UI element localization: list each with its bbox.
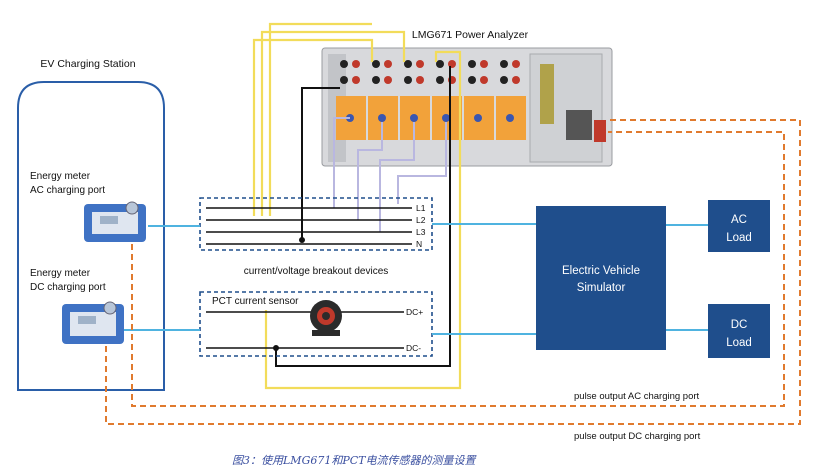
ac-load-label-line2: Load [726, 232, 752, 244]
dc-load-box: DC Load [708, 304, 770, 358]
pct-current-sensor [310, 300, 342, 336]
breakout-caption: current/voltage breakout devices [244, 266, 389, 277]
power-analyzer-device: LMG671 Power Analyzer [321, 29, 613, 167]
yellow-current-wires [252, 22, 462, 390]
ev-simulator-box: Electric Vehicle Simulator [536, 206, 666, 350]
line-label-n: N [416, 239, 422, 249]
ac-energy-meter [84, 201, 146, 242]
dc-minus-label: DC- [406, 343, 421, 353]
dc-meter-label-line1: Energy meter [30, 268, 91, 279]
dc-energy-meter [62, 301, 124, 344]
dc-meter-label-line2: DC charging port [30, 282, 106, 293]
pulse-ac-label: pulse output AC charging port [574, 391, 700, 402]
pulse-output-lines [105, 119, 801, 425]
pulse-dc-label: pulse output DC charging port [574, 431, 701, 442]
voltage-sense-wires [333, 117, 447, 232]
breakout-devices-box: L1 L2 L3 N current/voltage breakout devi… [199, 197, 433, 277]
line-label-l2: L2 [416, 215, 426, 225]
analyzer-input-jacks [340, 60, 520, 122]
black-neutral-wires [275, 66, 451, 367]
ac-meter-label-line2: AC charging port [30, 185, 105, 196]
figure-caption: 图3：使用LMG671和PCT电流传感器的测量设置 [232, 454, 478, 467]
dc-load-label-line1: DC [731, 319, 748, 331]
power-flow-lines [124, 223, 708, 335]
dc-load-label-line2: Load [726, 337, 752, 349]
ac-meter-label-line1: Energy meter [30, 171, 91, 182]
simulator-label-line1: Electric Vehicle [562, 265, 640, 277]
ac-load-box: AC Load [708, 200, 770, 252]
ac-load-label-line1: AC [731, 214, 747, 226]
dc-plus-label: DC+ [406, 307, 423, 317]
line-label-l3: L3 [416, 227, 426, 237]
pct-label: PCT current sensor [212, 296, 299, 307]
analyzer-title: LMG671 Power Analyzer [412, 29, 529, 41]
station-title: EV Charging Station [40, 58, 135, 70]
simulator-label-line2: Simulator [577, 282, 626, 294]
line-label-l1: L1 [416, 203, 426, 213]
pct-sensor-box: PCT current sensor DC+ DC- [199, 291, 433, 357]
